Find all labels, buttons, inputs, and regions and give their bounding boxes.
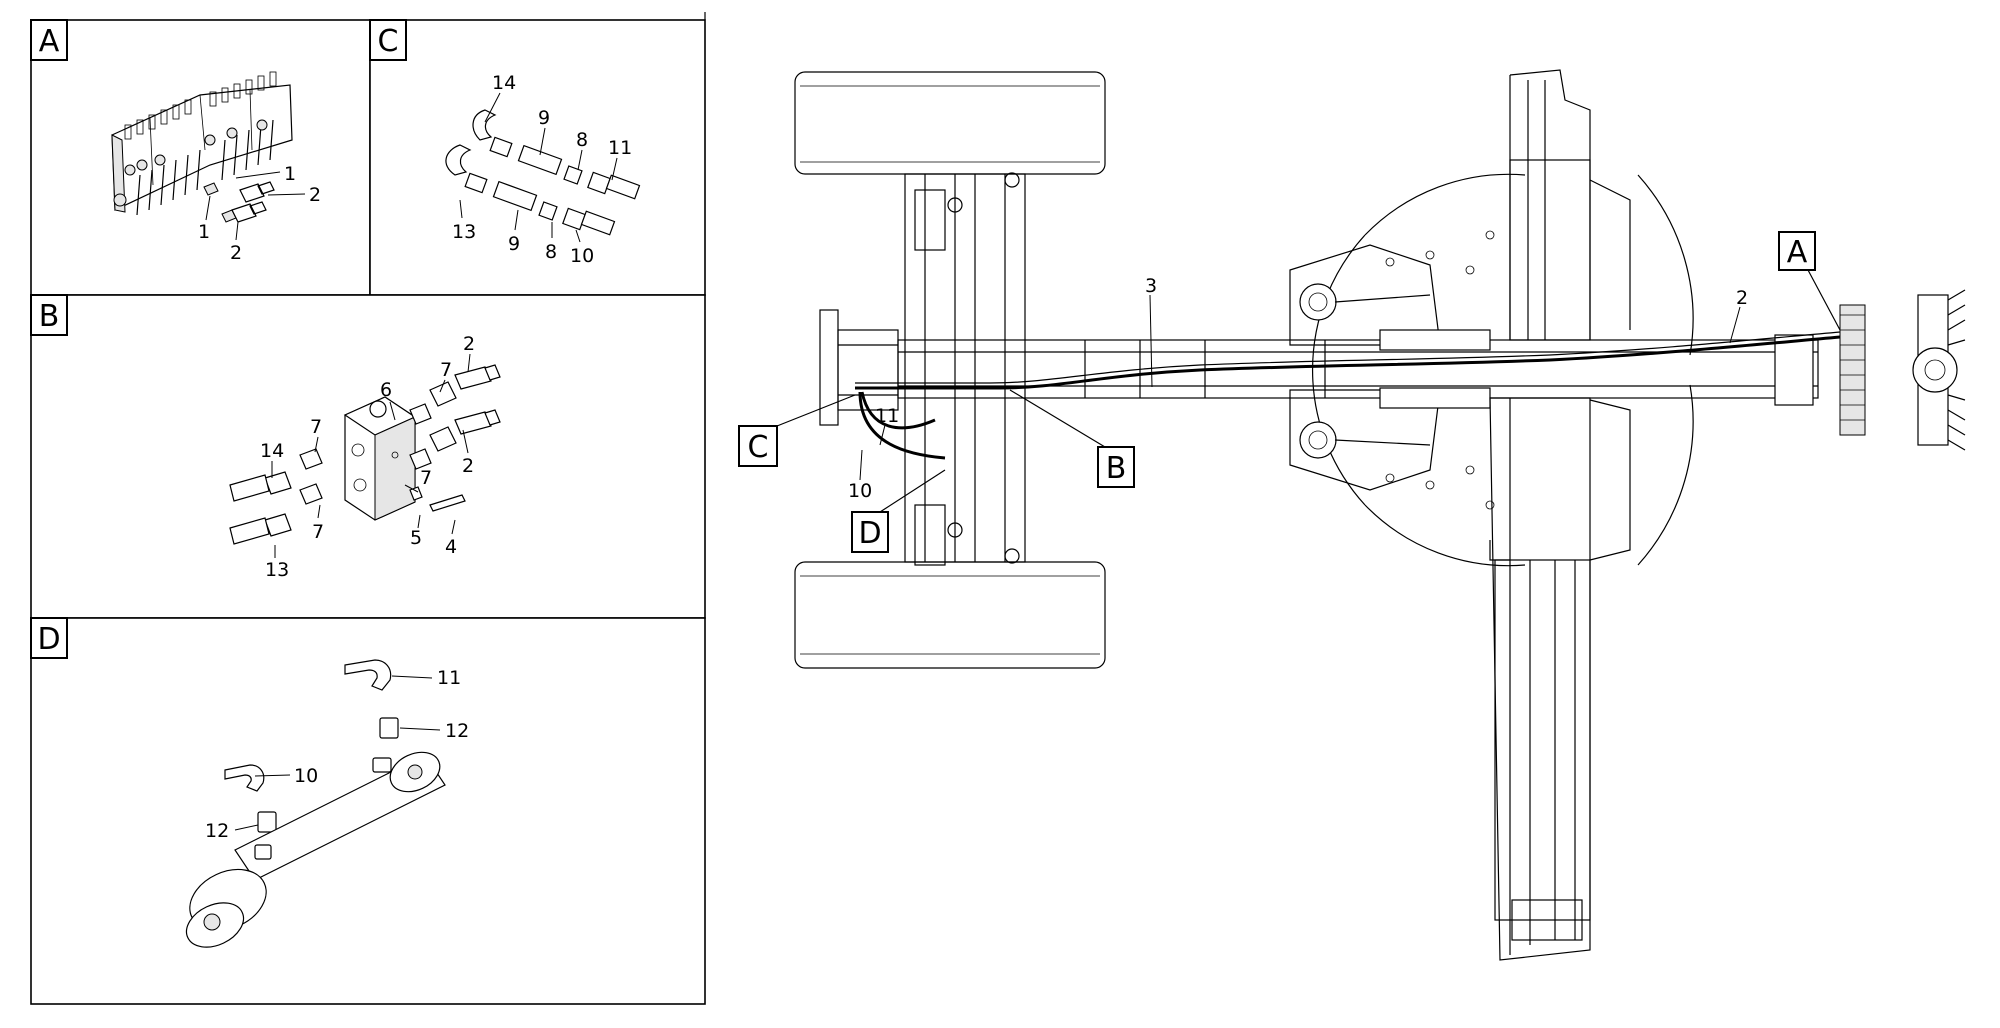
panel-tag-c: C xyxy=(369,19,407,61)
section-marker-a: A xyxy=(1778,231,1841,331)
panel-b-callout: 7 xyxy=(440,359,452,381)
panel-a-callout: 2 xyxy=(309,184,321,206)
main-callout-hose-2: 2 xyxy=(1736,287,1748,309)
svg-text:A: A xyxy=(1787,235,1808,270)
main-callout-hose-11: 11 xyxy=(875,405,899,427)
control-valve-bank xyxy=(1774,289,1966,451)
panel-b-manifold: 6 7 2 7 2 14 7 5 4 13 7 xyxy=(229,333,501,581)
panel-c-callout: 10 xyxy=(570,245,594,267)
panel-a-callout: 1 xyxy=(198,221,210,243)
panel-c-callout: 8 xyxy=(576,129,588,151)
panel-a-fittings xyxy=(203,181,275,223)
svg-text:D: D xyxy=(37,622,60,657)
main-top-view: A B C D 3 2 11 10 xyxy=(738,69,1966,961)
wheel-bottom xyxy=(794,561,1106,669)
panel-tag-a: A xyxy=(30,19,68,61)
panel-b-callout: 2 xyxy=(462,455,474,477)
main-beam xyxy=(897,339,1819,399)
panel-tag-d: D xyxy=(30,617,68,659)
panel-b-callout: 7 xyxy=(420,467,432,489)
panel-tag-b: B xyxy=(30,294,68,336)
panel-a-valve-block: 1 2 1 2 xyxy=(111,71,321,264)
hose-11 xyxy=(858,391,946,460)
panel-b-callout: 6 xyxy=(380,379,392,401)
axle-frame xyxy=(904,172,1026,566)
panel-c-hose-assembly: 14 9 8 11 13 9 8 10 xyxy=(445,72,641,267)
panel-d-callout: 10 xyxy=(294,765,318,787)
panel-c-callout: 13 xyxy=(452,221,476,243)
svg-text:C: C xyxy=(748,430,769,465)
panel-c-callout: 14 xyxy=(492,72,516,94)
section-marker-c: C xyxy=(738,394,856,467)
panel-c-callout: 11 xyxy=(608,137,632,159)
main-callout-hose-10: 10 xyxy=(848,480,872,502)
panel-d-cylinder: 11 12 10 12 xyxy=(185,659,469,948)
vertical-boom xyxy=(1489,69,1631,961)
panel-a-callout: 2 xyxy=(230,242,242,264)
panel-c-callout: 8 xyxy=(545,241,557,263)
panel-b-callout: 7 xyxy=(310,416,322,438)
svg-text:C: C xyxy=(378,24,399,59)
panel-b-callout: 13 xyxy=(265,559,289,581)
panel-c-callout: 9 xyxy=(508,233,520,255)
wheel-top xyxy=(794,71,1106,175)
panel-c-callout: 9 xyxy=(538,107,550,129)
panel-b-callout: 2 xyxy=(463,333,475,355)
panel-d-callout: 12 xyxy=(445,720,469,742)
section-marker-d: D xyxy=(851,469,946,553)
panel-b-callout: 5 xyxy=(410,527,422,549)
panel-d-callout: 12 xyxy=(205,820,229,842)
hydraulic-hose-main xyxy=(855,335,1841,390)
svg-text:B: B xyxy=(1106,451,1127,486)
section-marker-b: B xyxy=(1009,389,1135,488)
svg-text:B: B xyxy=(39,299,60,334)
panel-a-callout: 1 xyxy=(284,163,296,185)
main-callout-hose-3: 3 xyxy=(1145,275,1157,297)
panel-b-callout: 14 xyxy=(260,440,284,462)
svg-text:A: A xyxy=(39,24,60,59)
hose-10 xyxy=(860,391,936,430)
svg-text:D: D xyxy=(858,516,881,551)
panel-d-callout: 11 xyxy=(437,667,461,689)
panel-b-callout: 7 xyxy=(312,521,324,543)
panel-b-callout: 4 xyxy=(445,536,457,558)
